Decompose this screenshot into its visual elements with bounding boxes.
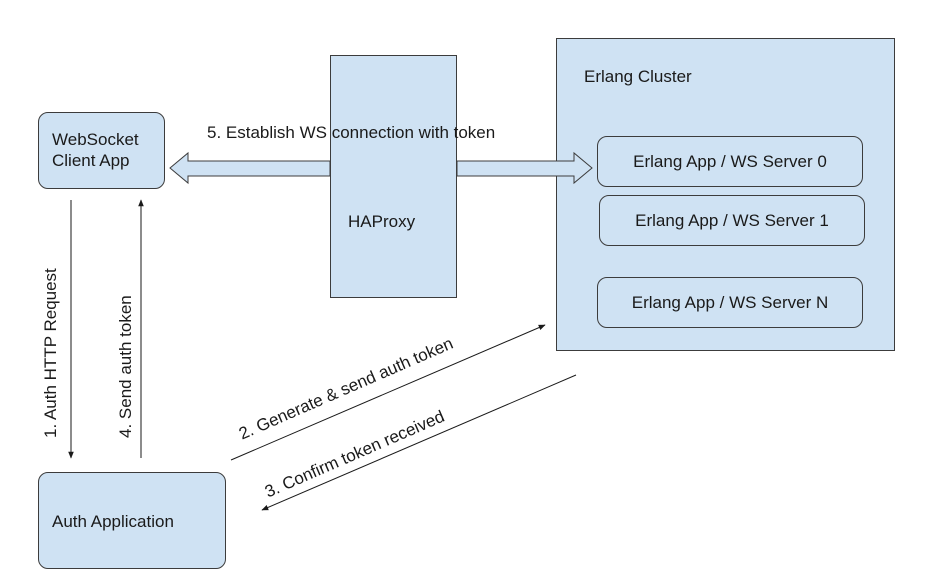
haproxy-box: HAProxy <box>330 55 457 298</box>
auth-application-label: Auth Application <box>52 512 174 531</box>
step5-label: 5. Establish WS connection with token <box>207 123 496 142</box>
haproxy-label: HAProxy <box>348 212 416 231</box>
generate-token-arrow <box>230 324 546 461</box>
erlang-server-1: Erlang App / WS Server 1 <box>599 195 865 246</box>
ws-connection-arrow-left <box>169 151 331 185</box>
erlang-server-0: Erlang App / WS Server 0 <box>597 136 863 187</box>
auth-application-box: Auth Application <box>38 472 226 569</box>
erlang-server-n: Erlang App / WS Server N <box>597 277 863 328</box>
erlang-server-0-label: Erlang App / WS Server 0 <box>633 151 827 171</box>
confirm-token-arrow <box>261 374 577 511</box>
step1-label: 1. Auth HTTP Request <box>41 268 60 438</box>
erlang-server-n-label: Erlang App / WS Server N <box>631 292 829 312</box>
ws-connection-arrow-right <box>456 151 593 185</box>
websocket-client-box: WebSocket Client App <box>38 112 165 189</box>
erlang-cluster-title: Erlang Cluster <box>584 67 692 86</box>
erlang-server-1-label: Erlang App / WS Server 1 <box>635 210 829 230</box>
step4-label: 4. Send auth token <box>116 295 135 438</box>
websocket-client-label: WebSocket Client App <box>52 130 139 170</box>
